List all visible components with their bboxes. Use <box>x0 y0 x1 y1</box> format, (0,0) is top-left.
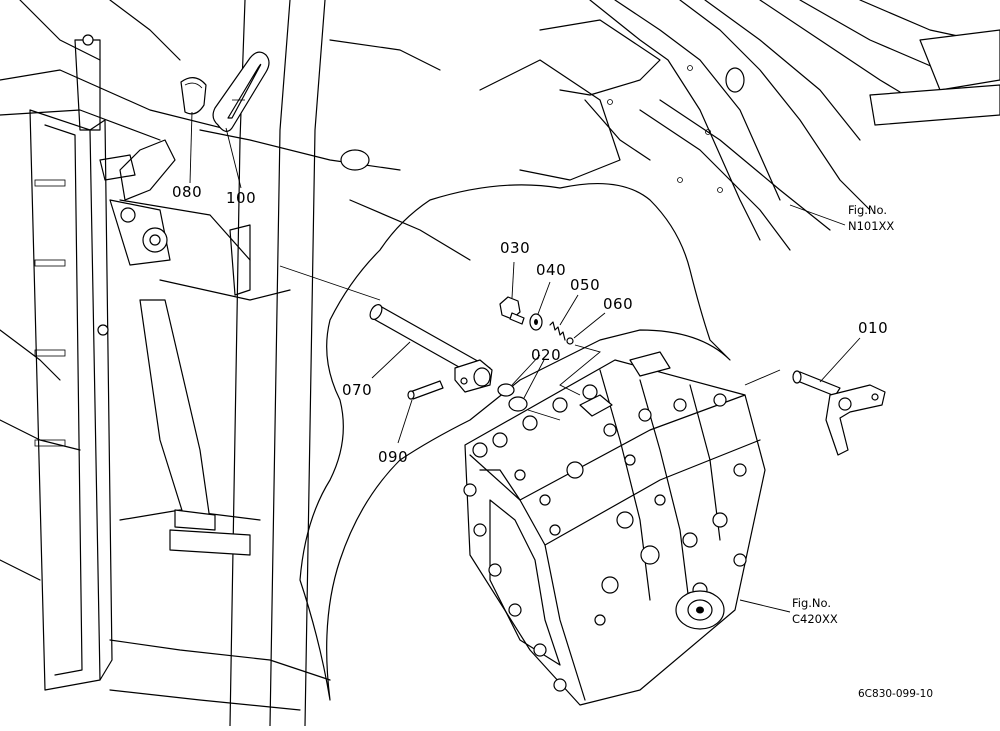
part-number-100: 100 <box>226 189 256 207</box>
cab-frame <box>0 0 471 727</box>
part-number-010: 010 <box>858 319 888 337</box>
ball-060 <box>566 337 574 345</box>
o-ring-020b <box>508 396 528 412</box>
part-number-080: 080 <box>172 183 202 201</box>
drawing-id: 6C830-099-10 <box>858 688 933 700</box>
part-number-070: 070 <box>342 381 372 399</box>
shift-lever-010 <box>744 369 886 456</box>
o-ring-020a <box>497 383 515 397</box>
frame-fig-ref-line1: Fig.No. <box>848 203 887 217</box>
grip-knob-080 <box>180 77 207 115</box>
part-number-060: 060 <box>603 295 633 313</box>
shift-shaft-070 <box>369 304 493 393</box>
transmission-case <box>463 351 766 706</box>
part-number-050: 050 <box>570 276 600 294</box>
frame-fig-ref-line2: N101XX <box>848 219 894 233</box>
part-number-030: 030 <box>500 239 530 257</box>
spring-050 <box>549 321 566 341</box>
part-number-090: 090 <box>378 448 408 466</box>
leader-lines <box>189 111 861 613</box>
slotted-plate-100 <box>212 51 270 132</box>
spring-pin-090 <box>407 380 444 400</box>
part-number-020: 020 <box>531 346 561 364</box>
transmission-fig-ref-line1: Fig.No. <box>792 596 831 610</box>
bolt-030 <box>499 296 525 325</box>
detail-boundary <box>299 183 731 701</box>
frame-rails <box>479 0 1000 251</box>
transmission-fig-ref-line2: C420XX <box>792 612 838 626</box>
part-number-040: 040 <box>536 261 566 279</box>
